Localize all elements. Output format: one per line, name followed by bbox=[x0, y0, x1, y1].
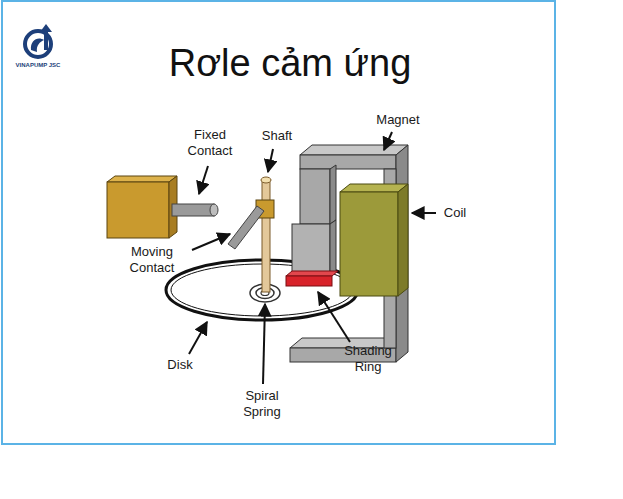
coil bbox=[340, 184, 408, 192]
frame bbox=[2, 1, 555, 444]
shaft bbox=[261, 177, 271, 183]
logo-text: VINAPUMP JSC bbox=[16, 62, 61, 68]
shading-ring bbox=[286, 271, 338, 286]
magnet-core bbox=[330, 165, 336, 224]
magnet-core bbox=[290, 145, 408, 362]
leader-arrows bbox=[268, 149, 273, 172]
part-label: Magnet bbox=[376, 112, 419, 128]
leader-arrows bbox=[384, 132, 392, 150]
fixed-contact-block bbox=[107, 176, 177, 182]
shaft bbox=[228, 177, 274, 292]
title: Rơle cảm ứng bbox=[169, 40, 412, 88]
shading-ring bbox=[286, 271, 338, 276]
fixed-contact-block bbox=[107, 182, 169, 238]
magnet-core bbox=[300, 145, 408, 155]
part-label: Shading Ring bbox=[338, 343, 398, 376]
logo-emblem bbox=[31, 38, 44, 52]
part-label: Fixed Contact bbox=[179, 127, 241, 160]
leader-arrows bbox=[263, 304, 265, 384]
frame bbox=[2, 1, 555, 444]
leader-arrows bbox=[192, 234, 230, 250]
part-label: Moving Contact bbox=[116, 244, 188, 277]
shaft bbox=[262, 180, 270, 292]
fixed-contact-block bbox=[210, 204, 218, 216]
leader-arrows bbox=[189, 132, 436, 384]
magnet-core bbox=[300, 169, 330, 224]
magnet-core bbox=[300, 155, 396, 169]
shaft bbox=[228, 206, 264, 249]
fixed-contact-block bbox=[172, 204, 214, 216]
coil bbox=[398, 184, 408, 296]
leader-arrows bbox=[318, 292, 350, 342]
coil bbox=[340, 192, 398, 296]
shading-ring bbox=[286, 276, 332, 286]
leader-arrows bbox=[189, 322, 207, 354]
magnet-core bbox=[292, 224, 330, 276]
part-label: Disk bbox=[167, 357, 192, 373]
part-label: Shaft bbox=[262, 128, 292, 144]
leader-arrows bbox=[412, 212, 436, 214]
logo-emblem bbox=[25, 24, 52, 57]
leader-arrows bbox=[199, 166, 208, 194]
logo-emblem bbox=[40, 24, 52, 50]
part-label: Spiral Spring bbox=[233, 388, 291, 421]
part-label: Coil bbox=[444, 205, 466, 221]
magnet-core bbox=[330, 220, 336, 276]
magnet-core bbox=[396, 145, 408, 362]
coil bbox=[340, 184, 408, 296]
